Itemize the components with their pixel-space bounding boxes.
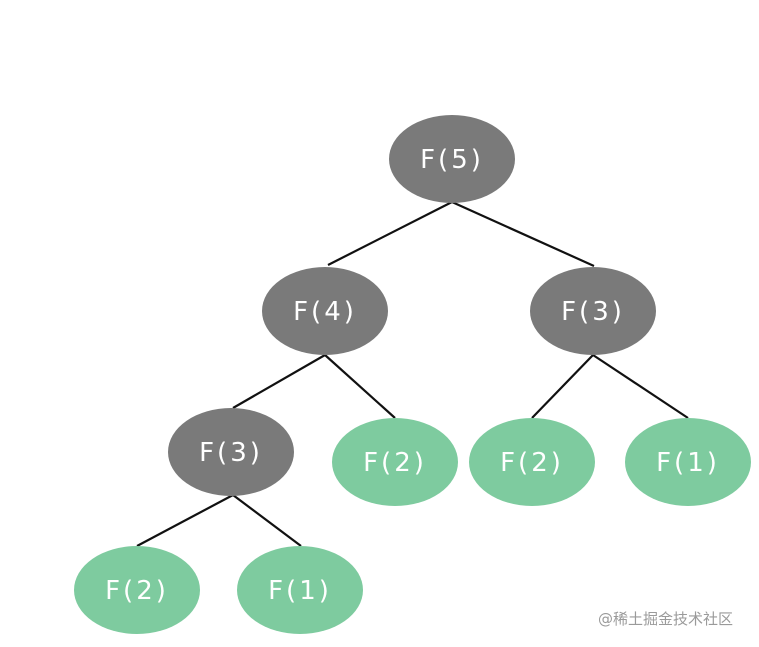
node-n1b-label: F(1) [268, 576, 332, 606]
node-n3a-label: F(3) [199, 438, 263, 468]
node-n2a-shape [332, 418, 458, 506]
edge-f4-f3 [232, 354, 326, 409]
watermark: @稀土掘金技术社区 [598, 610, 734, 628]
node-n3a: F(3) [168, 408, 294, 496]
node-n2b-shape [469, 418, 595, 506]
node-n1a: F(1) [625, 418, 751, 506]
node-n2b-label: F(2) [500, 448, 564, 478]
node-n2a-label: F(2) [363, 448, 427, 478]
node-n1a-shape [625, 418, 751, 506]
node-n2c-label: F(2) [105, 576, 169, 606]
node-n4-shape [262, 267, 388, 355]
node-n4: F(4) [262, 267, 388, 355]
edge-f4-f2 [324, 354, 396, 419]
node-n3b: F(3) [530, 267, 656, 355]
node-n1b-shape [237, 546, 363, 634]
edge-f3-f2 [531, 354, 594, 419]
node-root-shape [389, 115, 515, 203]
edge-f5-f4 [327, 201, 453, 266]
edge-f3-leaf-f1 [232, 494, 302, 547]
node-n2a: F(2) [332, 418, 458, 506]
edge-f3-f1 [592, 354, 689, 419]
node-n2c: F(2) [74, 546, 200, 634]
node-n2c-shape [74, 546, 200, 634]
node-root-label: F(5) [420, 145, 484, 175]
node-n1a-label: F(1) [656, 448, 720, 478]
node-n1b: F(1) [237, 546, 363, 634]
edge-f3-leaf-f2 [136, 494, 234, 547]
edge-f5-f3 [451, 200, 595, 268]
node-n2b: F(2) [469, 418, 595, 506]
node-n4-label: F(4) [293, 297, 357, 327]
node-n3a-shape [168, 408, 294, 496]
node-n3b-label: F(3) [561, 297, 625, 327]
node-root: F(5) [389, 115, 515, 203]
node-n3b-shape [530, 267, 656, 355]
